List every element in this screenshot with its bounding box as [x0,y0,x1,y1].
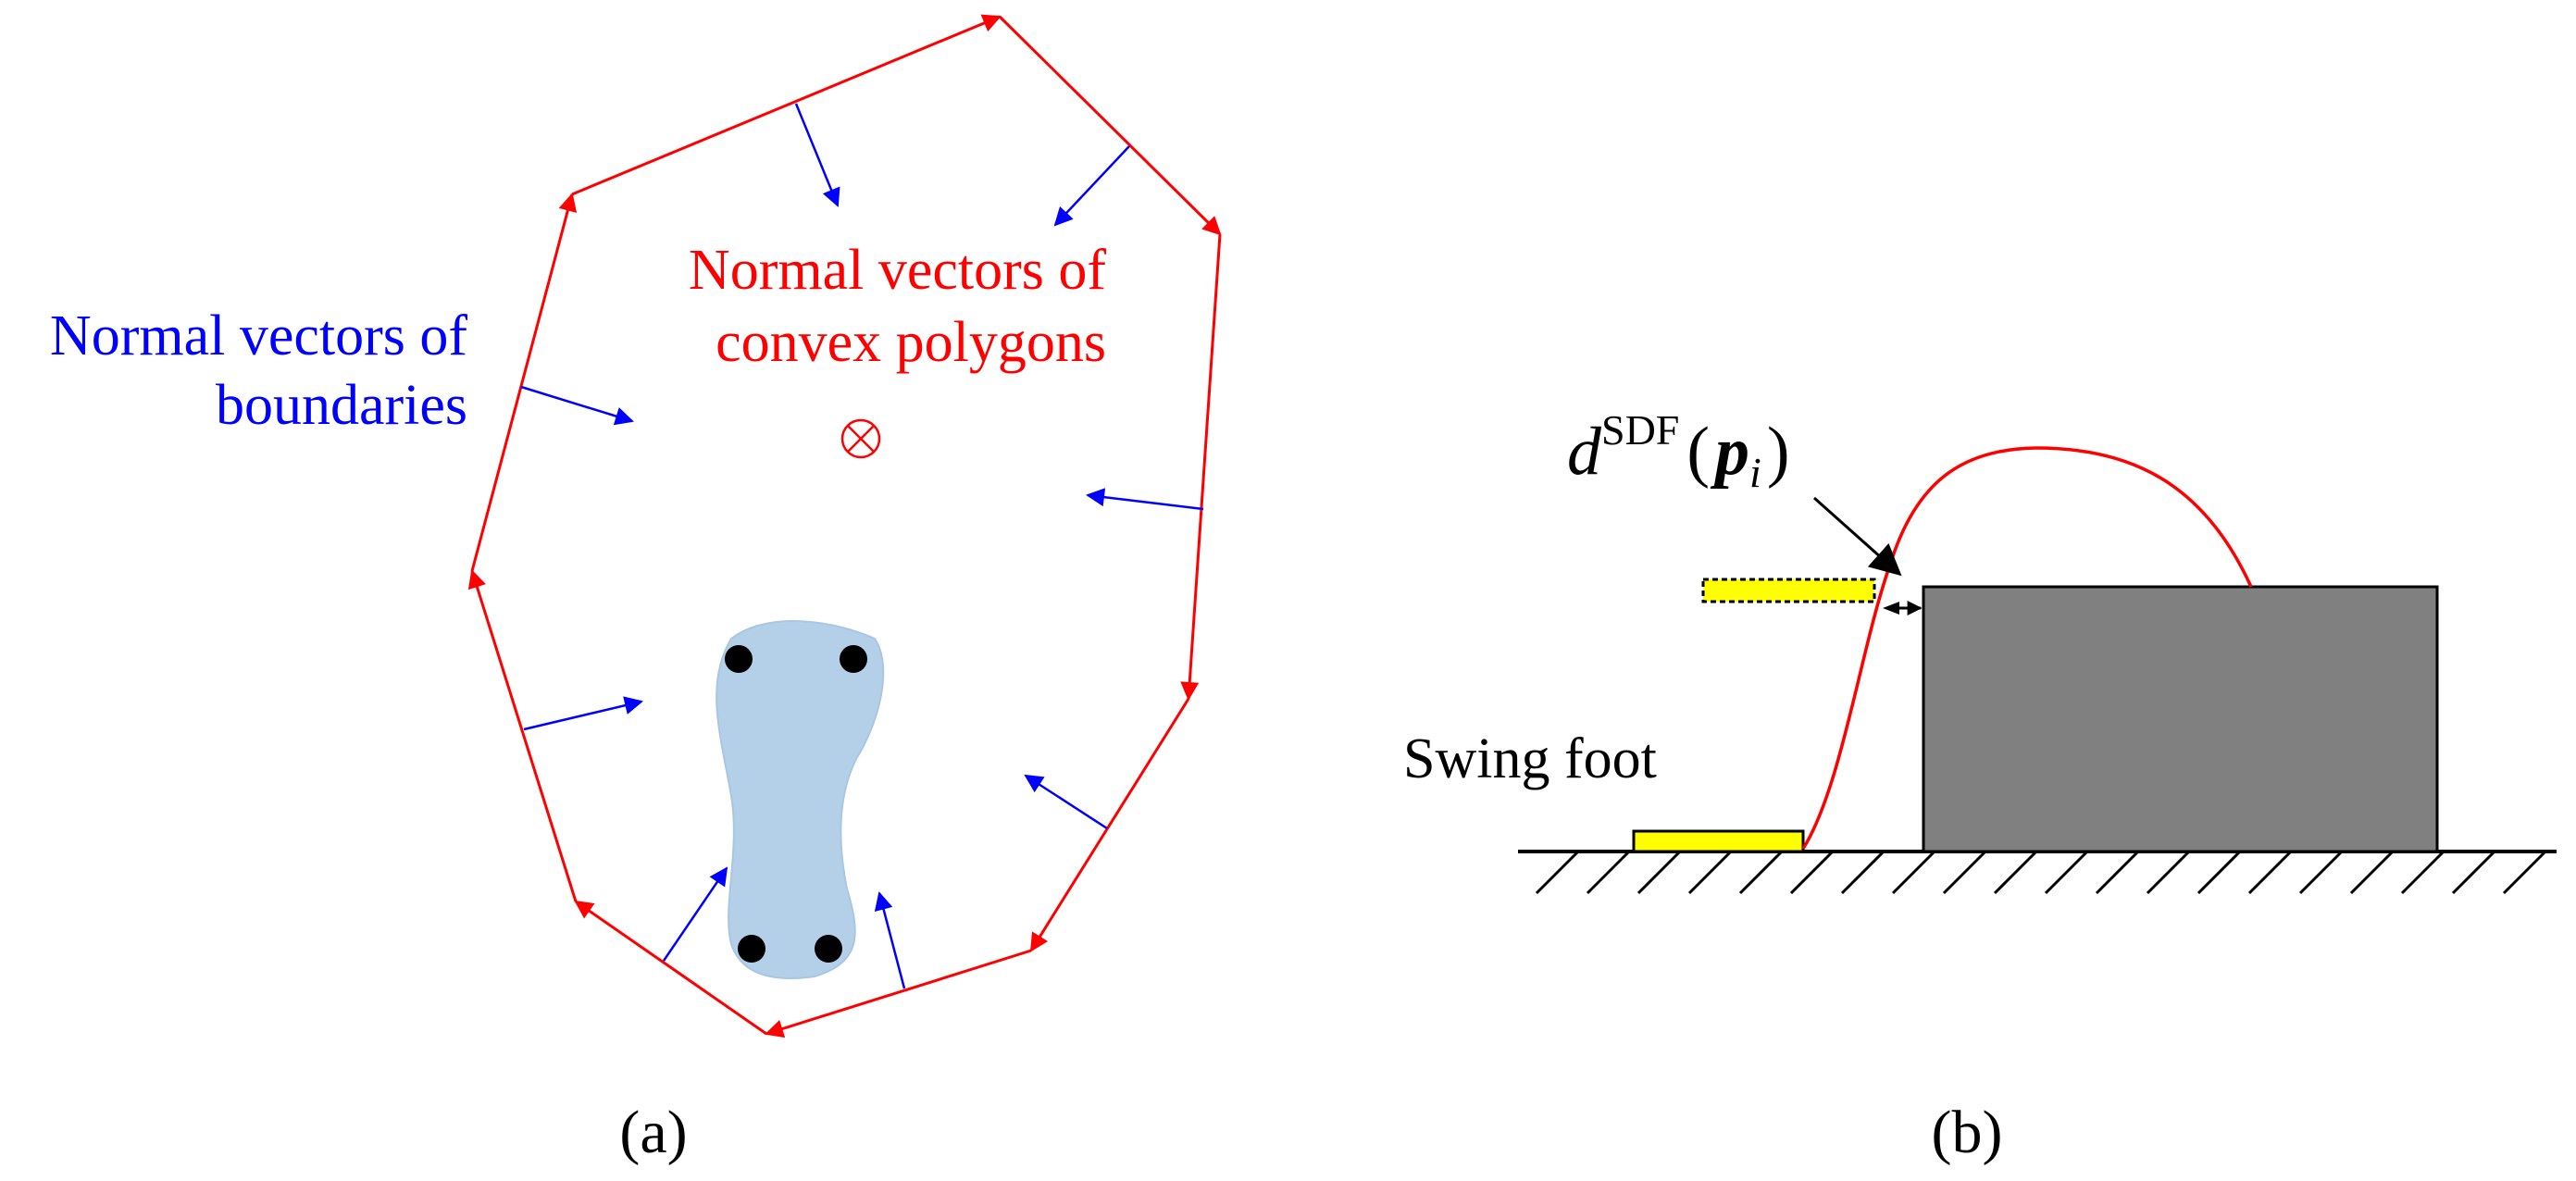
polygon-edge [1029,698,1190,952]
convex-polygon [467,14,1222,1038]
normal-arrow [1024,774,1108,830]
normal-arrow [1086,488,1204,511]
filled-circle-icon [815,935,842,963]
normal-arrow [523,696,643,731]
foot-support-region [716,620,885,979]
normal-arrow [874,891,906,989]
polygon-normals-label: Normal vectors of [689,239,1106,302]
sdf-distance-arrow-head-left [1883,602,1899,615]
boundary-normals [520,103,1204,989]
filled-circle-icon [840,645,867,673]
polygon-edge [470,193,578,572]
polygon-edge [571,14,1002,196]
polygon-edge [574,900,767,1036]
filled-circle-icon [738,935,765,963]
polygon-normals-label-line2: convex polygons [716,311,1106,374]
sdf-pointer-arrow [1813,496,1902,577]
swing-foot-label: Swing foot [1403,727,1657,790]
ground-hatching [1535,850,2547,895]
boundary-normals-label: Normal vectors of [50,305,467,367]
polygon-edge [998,15,1222,236]
filled-circle-icon [725,645,753,673]
sdf-label: dSDF(pi) [1567,406,1789,496]
polygon-edge [765,949,1032,1038]
contact-points [725,645,867,963]
circle-times-icon [840,418,881,459]
panel-a: Normal vectors of boundaries Normal vect… [50,14,1222,1166]
stance-foot [1632,829,1805,853]
panel-a-caption: (a) [619,1099,687,1166]
normal-arrow [1053,145,1130,227]
boundary-normals-label-line2: boundaries [216,374,467,437]
swing-foot [1701,578,1876,603]
normal-arrow [662,866,728,962]
normal-arrow [520,385,634,426]
normal-arrow [794,103,840,207]
polygon-edge [467,569,578,902]
panel-b-caption: (b) [1932,1099,2003,1166]
obstacle-box [1922,585,2439,853]
swing-trajectory [1801,446,2253,850]
polygon-edge [1180,233,1222,701]
panel-b: dSDF(pi) Swing foot (b) [1403,406,2557,1166]
